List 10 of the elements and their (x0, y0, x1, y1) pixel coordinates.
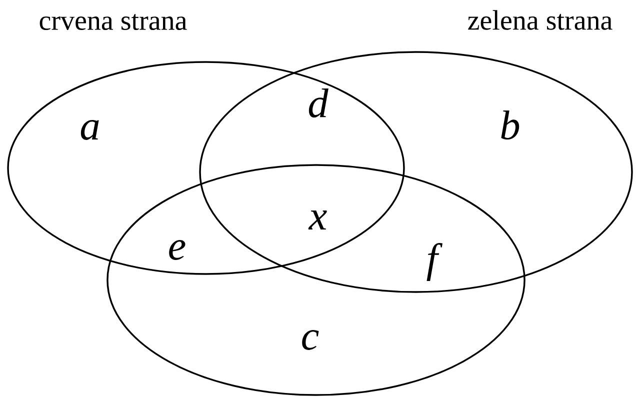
set-heading: zelena strana (468, 10, 612, 30)
region-letter: a (80, 120, 99, 140)
region-letter: d (308, 88, 328, 118)
region-letter: x (308, 210, 327, 230)
region-letter: e (169, 240, 186, 260)
set-ellipse (106, 164, 526, 396)
set-heading: crvena strana (40, 14, 187, 30)
region-letter: c (302, 330, 319, 350)
region-letter: f (426, 243, 442, 281)
region-letter: b (501, 110, 520, 140)
